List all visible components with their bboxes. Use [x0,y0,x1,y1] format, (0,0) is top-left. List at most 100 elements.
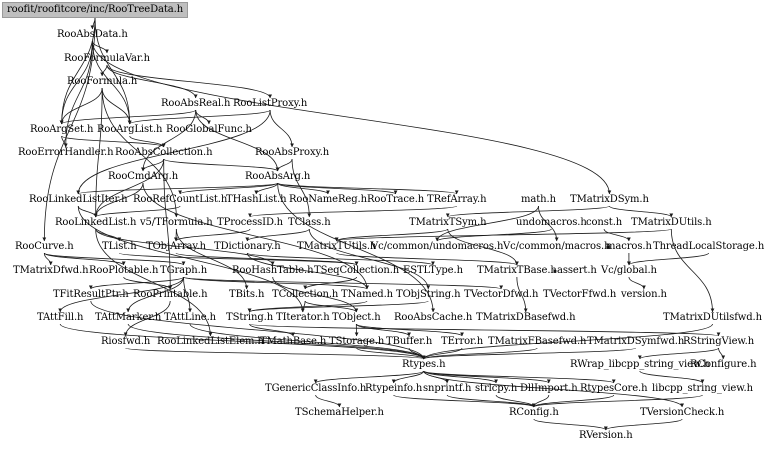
node-tdictionary[interactable]: TDictionary.h [214,241,281,252]
node-rstringview[interactable]: RStringView.h [683,336,755,347]
node-tmatrixdsymfwd[interactable]: TMatrixDSymfwd.h [587,336,685,347]
node-tattmarker[interactable]: TAttMarker.h [95,312,162,323]
node-tmatrixtutils[interactable]: TMatrixTUtils.h [297,241,377,252]
node-vc-undomacros[interactable]: Vc/common/undomacros.h [371,241,504,252]
node-vc-global[interactable]: Vc/global.h [601,265,657,276]
node-rooarglist[interactable]: RooArgList.h [97,124,163,135]
node-rooabsarg[interactable]: RooAbsArg.h [245,171,311,182]
node-rooabscache[interactable]: RooAbsCache.h [394,312,473,323]
node-rconfig[interactable]: RConfig.h [509,407,559,418]
dependency-edge-RooAbsReal-to-RooAbsArg [195,109,280,172]
node-tprocessid[interactable]: TProcessID.h [217,217,284,228]
dependency-edge-TGraph-to-TNamed [183,276,369,290]
node-tbuffer[interactable]: TBuffer.h [386,336,433,347]
node-tschemahelper[interactable]: TSchemaHelper.h [295,407,384,418]
node-tvectorffwd[interactable]: TVectorFfwd.h [543,289,617,300]
node-trefarray[interactable]: TRefArray.h [427,194,487,205]
node-roolinkedlist[interactable]: RooLinkedList.h [55,217,137,228]
node-thashlist[interactable]: THashList.h [226,194,287,205]
node-rtypes[interactable]: Rtypes.h [402,359,446,370]
node-terror[interactable]: TError.h [441,336,484,347]
node-roorefcountlist[interactable]: RooRefCountList.h [133,194,228,205]
dependency-edge-RooCurve-to-TMatrixDfwd [43,252,53,266]
dependency-edge-RooAbsData-to-RooArgList [91,40,132,125]
node-rooabsdata[interactable]: RooAbsData.h [57,29,128,40]
node-tmatrixdfwd[interactable]: TMatrixDfwd.h [13,265,89,276]
node-tobjarray[interactable]: TObjArray.h [146,241,206,252]
node-rooabsproxy[interactable]: RooAbsProxy.h [255,147,330,158]
node-riosfwd[interactable]: Riosfwd.h [101,336,151,347]
node-rootrace[interactable]: RooTrace.h [367,194,425,205]
dependency-edge-TMatrixDUtils-to-TMatrixDUtilsfwd [670,228,715,313]
node-rtypeinfo[interactable]: Rtypeinfo.h [365,383,423,394]
node-rooabsreal[interactable]: RooAbsReal.h [161,98,231,109]
node-roocmdarg[interactable]: RooCmdArg.h [108,171,179,182]
node-tstring[interactable]: TString.h [226,312,274,323]
node-tclass[interactable]: TClass.h [288,217,331,228]
node-tgraph[interactable]: TGraph.h [160,265,208,276]
node-roohashtable[interactable]: RooHashTable.h [232,265,314,276]
node-tmathbase[interactable]: TMathBase.h [260,336,327,347]
node-tnamed[interactable]: TNamed.h [341,289,394,300]
node-roolinkedlistelem[interactable]: RooLinkedListElem.h [157,336,264,347]
node-rwrap-libcpp-string-view[interactable]: RWrap_libcpp_string_view.h [570,359,710,370]
node-libcpp-string-view[interactable]: libcpp_string_view.h [652,383,753,394]
node-rooabscollection[interactable]: RooAbsCollection.h [115,147,213,158]
node-tlist[interactable]: TList.h [102,241,137,252]
node-rooargset[interactable]: RooArgSet.h [30,124,94,135]
node-rooglobalfunc[interactable]: RooGlobalFunc.h [166,124,252,135]
node-tmatrixtbase[interactable]: TMatrixTBase.h [477,265,557,276]
node-tbits[interactable]: TBits.h [229,289,265,300]
node-tmatrixdutils[interactable]: TMatrixDUtils.h [631,217,712,228]
node-tobjstring[interactable]: TObjString.h [396,289,461,300]
node-tattfill[interactable]: TAttFill.h [37,312,84,323]
node-threadlocalstorage[interactable]: ThreadLocalStorage.h [653,241,765,252]
dependency-edge-RooListProxy-to-RooAbsProxy [269,109,295,148]
node-tobject[interactable]: TObject.h [332,312,381,323]
node-rconfigure[interactable]: RConfigure.h [690,359,757,370]
node-tvectordfwd[interactable]: TVectorDfwd.h [464,289,539,300]
node-macros[interactable]: macros.h [606,241,652,252]
node-tmatrixdbasefwd[interactable]: TMatrixDBasefwd.h [476,312,576,323]
node-const[interactable]: const.h [586,217,623,228]
dependency-edge-RooPrintable-to-Riosfwd [123,300,171,337]
node-tcollection[interactable]: TCollection.h [272,289,339,300]
node-roonamereg[interactable]: RooNameReg.h [289,194,367,205]
node-rooplotable[interactable]: RooPlotable.h [89,265,159,276]
node-roolinkedlistiter[interactable]: RooLinkedListIter.h [29,194,128,205]
dependency-edge-RooAbsCollection-to-RooAbsArg [163,158,280,172]
node-roocurve[interactable]: RooCurve.h [15,241,74,252]
node-rtypescore[interactable]: RtypesCore.h [580,383,648,394]
dependency-edge-TMatrixDSymfwd-to-Rtypes [421,347,637,360]
node-tmatrixdutilsfwd[interactable]: TMatrixDUtilsfwd.h [663,312,762,323]
node-assert[interactable]: assert.h [557,265,597,276]
node-strlcpy[interactable]: strlcpy.h [475,383,518,394]
node-math[interactable]: math.h [521,194,556,205]
node-snprintf[interactable]: snprintf.h [423,383,472,394]
dependency-edge-TMatrixFBasefwd-to-Rtypes [421,347,538,360]
node-tmatrixtsym[interactable]: TMatrixTSym.h [409,217,487,228]
node-tseqcollection[interactable]: TSeqCollection.h [314,265,400,276]
node-rooprintable[interactable]: RooPrintable.h [133,289,208,300]
node-dllimport[interactable]: DllImport.h [520,383,578,394]
node-tgenericclassinfo[interactable]: TGenericClassInfo.h [265,383,367,394]
node-version[interactable]: version.h [621,289,667,300]
node-undomacros[interactable]: undomacros.h [516,217,587,228]
node-vc-macros[interactable]: Vc/common/macros.h [503,241,611,252]
node-v5tformula[interactable]: v5/TFormula.h [140,217,213,228]
node-tfitresultptr[interactable]: TFitResultPtr.h [53,289,129,300]
node-tmatrixdsym[interactable]: TMatrixDSym.h [570,194,649,205]
node-rooformula[interactable]: RooFormula.h [67,76,138,87]
node-estltype[interactable]: ESTLType.h [403,265,463,276]
root-file-node[interactable]: roofit/roofitcore/inc/RooTreeData.h [2,2,189,18]
dependency-edge-RooAbsCollection-to-RooCmdArg [141,158,165,172]
node-tmatrixfbasefwd[interactable]: TMatrixFBasefwd.h [488,336,587,347]
node-titerator[interactable]: TIterator.h [276,312,330,323]
node-rooformulavar[interactable]: RooFormulaVar.h [64,53,150,64]
node-tversioncheck[interactable]: TVersionCheck.h [640,407,725,418]
node-tattline[interactable]: TAttLine.h [164,312,217,323]
node-roolistproxy[interactable]: RooListProxy.h [233,98,308,109]
node-tstorage[interactable]: TStorage.h [329,336,385,347]
node-rooerrorhandler[interactable]: RooErrorHandler.h [18,147,114,158]
node-rversion[interactable]: RVersion.h [579,430,633,441]
